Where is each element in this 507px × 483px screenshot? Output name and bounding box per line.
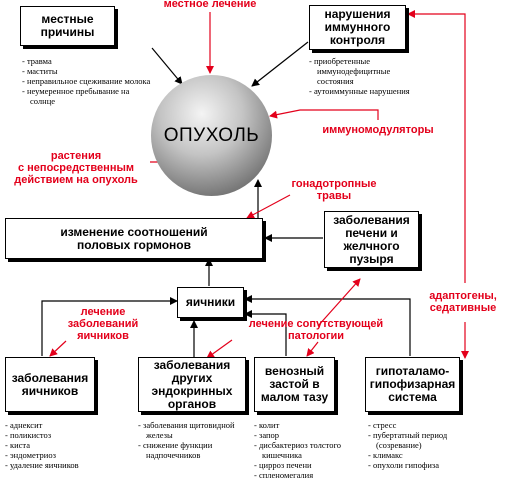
list-item: снижение функции надпочечников xyxy=(138,440,250,460)
tumor-label: ОПУХОЛЬ xyxy=(163,124,260,146)
list-item: аутоиммунные нарушения xyxy=(309,86,417,96)
list-venous-congestion: колит запор дисбактериоз толстого кишечн… xyxy=(254,420,362,480)
arrow-venous-to-ovaries xyxy=(244,310,287,356)
list-endocrine-diseases: заболевания щитовидной железы снижение ф… xyxy=(138,420,250,460)
list-item: киста xyxy=(5,440,115,450)
list-local-causes: травма маститы неправильное сцеживание м… xyxy=(22,56,152,106)
arrow-hypothalamus-to-ovaries xyxy=(244,295,411,356)
list-item: неумеренное пребывание на солнце xyxy=(22,86,152,106)
list-item: цирроз печени xyxy=(254,460,362,470)
red-arrow-gonadotropic xyxy=(246,194,291,219)
list-item: неправильное сцеживание молока xyxy=(22,76,152,86)
box-hormone-ratio: изменение соотношений половых гормонов xyxy=(5,218,263,259)
list-item: приобретенные иммунодефицитные состояния xyxy=(309,56,417,86)
label-local-treatment: местное лечение xyxy=(163,0,257,10)
red-arrow-adaptogens xyxy=(407,10,466,283)
label-concomitant: лечение сопутствующей патологии xyxy=(248,318,384,342)
label-gonadotropic: гонадотропные травы xyxy=(291,178,377,202)
list-item: поликистоз xyxy=(5,430,115,440)
list-item: эндометриоз xyxy=(5,450,115,460)
list-hypothalamic-pituitary: стресс пубертатный период (созревание) к… xyxy=(368,420,478,470)
box-venous-congestion: венозный застой в малом тазу xyxy=(254,357,335,412)
box-ovaries: яичники xyxy=(177,287,244,318)
list-item: опухоли гипофиза xyxy=(368,460,478,470)
list-item: аднексит xyxy=(5,420,115,430)
list-item: маститы xyxy=(22,66,152,76)
box-local-causes: местные причины xyxy=(20,6,115,46)
box-hypothalamic-pituitary: гипоталамо- гипофизарная система xyxy=(365,357,460,412)
box-liver-gallbladder: заболевания печени и желчного пузыря xyxy=(324,211,419,268)
label-immunomodulators: иммуномодуляторы xyxy=(322,124,434,136)
red-arrow-concomitant-liver xyxy=(317,278,361,327)
list-item: запор xyxy=(254,430,362,440)
label-ovary-treatment: лечение заболеваний яичников xyxy=(67,306,139,342)
tumor-circle: ОПУХОЛЬ xyxy=(151,75,272,196)
list-ovarian-diseases: аднексит поликистоз киста эндометриоз уд… xyxy=(5,420,115,470)
list-item: травма xyxy=(22,56,152,66)
arrow-local-to-tumor xyxy=(151,47,183,85)
list-item: спленомегалия xyxy=(254,470,362,480)
list-item: климакс xyxy=(368,450,478,460)
label-adaptogens: адаптогены, седативные xyxy=(429,290,497,314)
list-item: стресс xyxy=(368,420,478,430)
red-arrow-concomitant-venous xyxy=(306,341,319,357)
red-arrow-immunomodulators xyxy=(269,109,379,120)
list-item: удаление яичников xyxy=(5,460,115,470)
list-item: колит xyxy=(254,420,362,430)
list-item: дисбактериоз толстого кишечника xyxy=(254,440,362,460)
box-immune-control: нарушения иммунного контроля xyxy=(309,5,406,50)
red-arrow-ovary-treatment xyxy=(49,340,67,357)
arrow-immune-to-tumor xyxy=(251,41,309,87)
list-immune-control: приобретенные иммунодефицитные состояния… xyxy=(309,56,417,96)
label-plants: растения с непосредственным действием на… xyxy=(14,150,138,186)
list-item: заболевания щитовидной железы xyxy=(138,420,250,440)
red-arrow-concomitant-endocrine xyxy=(206,339,233,359)
box-endocrine-diseases: заболевания других эндокринных органов xyxy=(138,357,246,412)
list-item: пубертатный период (созревание) xyxy=(368,430,478,450)
arrow-ovarian-to-ovaries xyxy=(41,297,178,356)
box-ovarian-diseases: заболевания яичников xyxy=(5,357,95,412)
